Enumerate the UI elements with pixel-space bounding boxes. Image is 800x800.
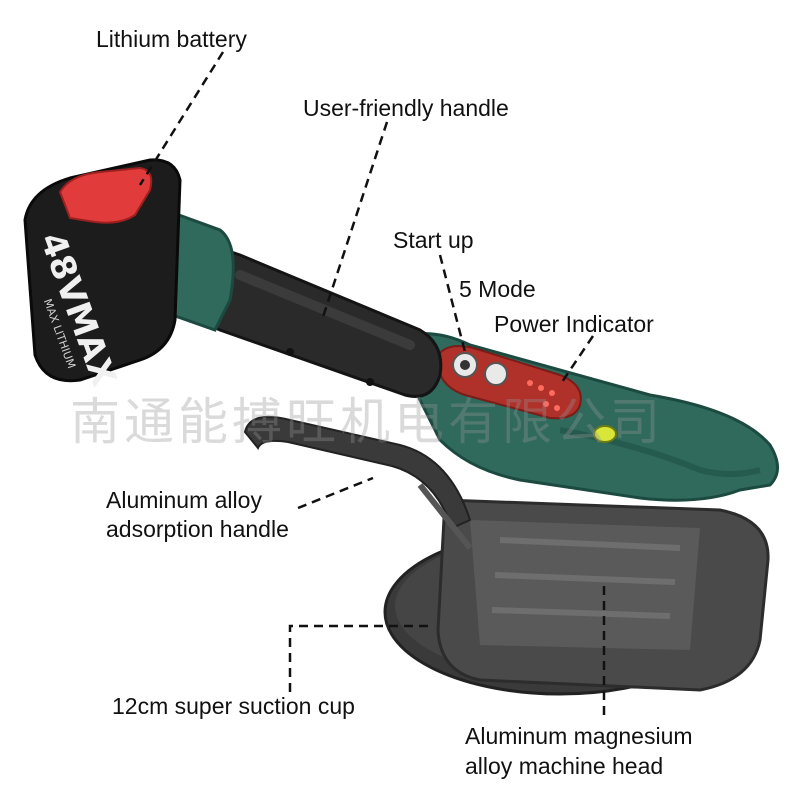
level-bubble <box>593 425 617 443</box>
watermark: 南通能搏旺机电有限公司 <box>70 393 664 451</box>
leader-battery <box>138 51 225 186</box>
leader-power-indicator <box>558 335 595 386</box>
leader-lines <box>138 51 606 715</box>
label-power-indicator: Power Indicator <box>494 311 654 337</box>
battery-release-button <box>58 166 153 224</box>
label-adsorption-handle-line1: Aluminum alloy <box>106 487 262 513</box>
battery-pack <box>23 158 182 383</box>
label-start-up: Start up <box>393 227 474 253</box>
label-machine-head-line1: Aluminum magnesium <box>465 723 693 749</box>
mode-button <box>484 362 508 386</box>
leader-handle <box>320 121 389 321</box>
leader-suction-cup <box>288 624 430 692</box>
label-adsorption-handle-line2: adsorption handle <box>106 516 289 542</box>
label-machine-head-line2: alloy machine head <box>465 753 664 779</box>
label-user-friendly-handle: User-friendly handle <box>303 95 509 121</box>
label-5-mode: 5 Mode <box>459 276 536 302</box>
label-suction-cup: 12cm super suction cup <box>112 693 355 719</box>
adsorption-handle <box>243 416 472 530</box>
label-lithium-battery: Lithium battery <box>96 26 247 52</box>
leader-start-up <box>438 254 467 353</box>
leader-adsorption-handle <box>297 476 374 510</box>
